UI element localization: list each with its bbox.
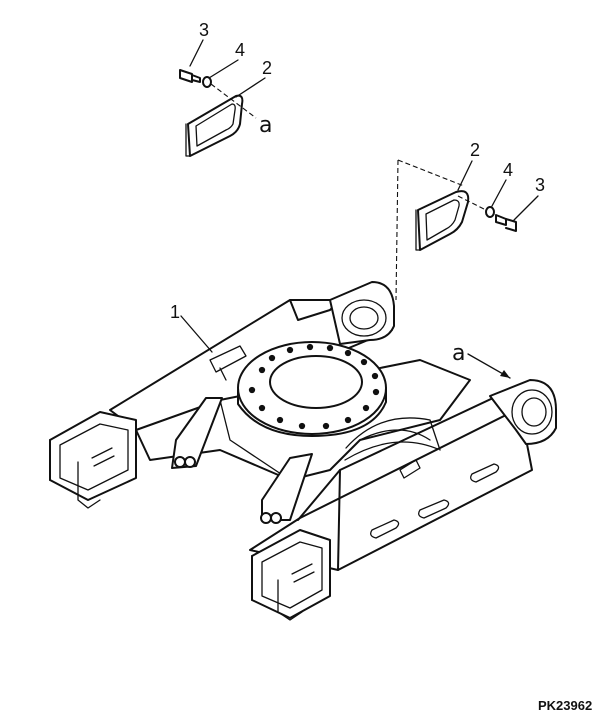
washer-upper-left <box>202 76 212 88</box>
callout-guard-upper-left: 2 <box>262 58 272 78</box>
guard-upper-left <box>185 94 244 157</box>
ref-label-lower: a <box>452 341 465 366</box>
callout-bolt-upper-left: 3 <box>199 20 209 40</box>
guard-right <box>415 190 470 251</box>
ref-label-upper: a <box>259 113 272 138</box>
callout-bolt-right: 3 <box>535 175 545 195</box>
callout-frame: 1 <box>170 302 180 322</box>
callout-washer-right: 4 <box>503 160 513 180</box>
bolt-upper-left <box>179 69 201 83</box>
drawing-code: PK23962 <box>538 698 592 713</box>
track-frame <box>49 281 557 621</box>
bolt-right <box>495 214 517 232</box>
callout-guard-right: 2 <box>470 140 480 160</box>
washer-right <box>485 206 495 218</box>
callout-washer-upper-left: 4 <box>235 40 245 60</box>
